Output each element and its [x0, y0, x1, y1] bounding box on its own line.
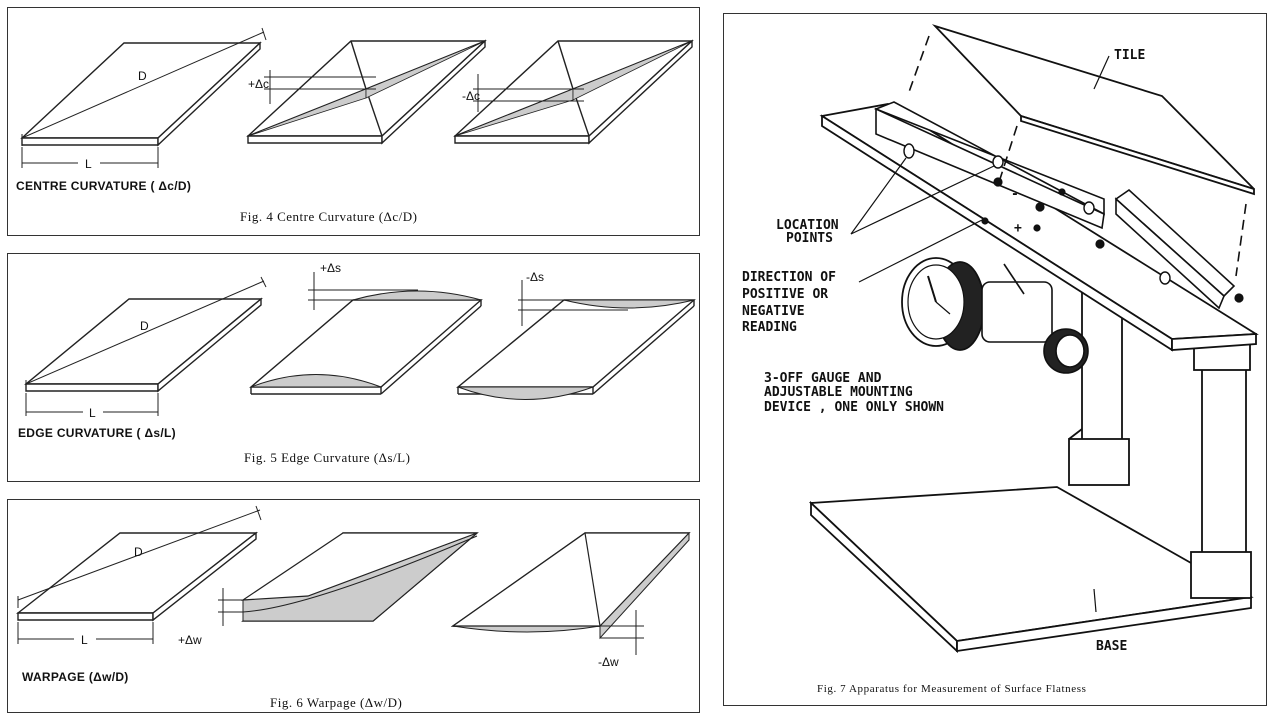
fig7-location-points [903, 143, 1171, 285]
fig6-positive-warp-top [242, 535, 478, 613]
fig5-minus-ds-label: -Δs [526, 270, 544, 284]
fig7-tile [931, 24, 1255, 196]
fig5-positive-top-bulge [352, 290, 482, 301]
fig7-column-right [1190, 331, 1252, 599]
fig6-caption: Fig. 6 Warpage (Δw/D) [270, 695, 402, 710]
fig7-plus-sign: + [1014, 221, 1022, 236]
fig5-dimension-l [25, 393, 159, 416]
fig6-flat-tile [15, 531, 259, 622]
fig5-negative-top-sag [563, 299, 695, 309]
fig6-dimension-l [17, 622, 154, 644]
fig6-d-label: D [134, 545, 143, 559]
fig7-gauge-mount [981, 263, 1089, 374]
fig7-tilted-plate [819, 103, 1259, 352]
fig5-plus-ds-label: +Δs [320, 261, 341, 275]
fig7-minus-sign: - [1011, 187, 1019, 202]
fig4-diagram: D L CENTRE CURVATURE ( Δc/D) + [16, 27, 694, 224]
fig4-l-label: L [85, 157, 92, 171]
fig7-diagram: TILE LOCATION POINTS DIRECTION OF POSITI… [742, 24, 1259, 695]
fig7-direction-label-4: READING [742, 320, 797, 335]
fig4-title-label: CENTRE CURVATURE ( Δc/D) [16, 179, 191, 193]
fig6-diagram: D L WARPAGE (Δw/D) +Δw [15, 505, 691, 710]
fig7-gauge-label-3: DEVICE , ONE ONLY SHOWN [764, 400, 944, 415]
fig5-plus-ds-dimension [308, 272, 418, 310]
fig4-d-label: D [138, 69, 147, 83]
fig5-title-label: EDGE CURVATURE ( Δs/L) [18, 426, 176, 440]
fig7-rail-right [1114, 188, 1236, 310]
fig4-flat-tile [20, 41, 262, 147]
fig7-base-label: BASE [1096, 639, 1127, 654]
fig7-direction-label-1: DIRECTION OF [742, 270, 836, 285]
fig6-l-label: L [81, 633, 88, 647]
fig5-diagram: D L EDGE CURVATURE ( Δs/L) +Δs [18, 261, 696, 465]
fig7-location-label-2: POINTS [786, 231, 833, 246]
fig5-flat-tile [24, 297, 263, 393]
fig5-negative-bottom-sag [457, 386, 594, 400]
fig4-plus-dc-label: +Δc [248, 77, 269, 91]
fig7-base-plate [808, 486, 1254, 654]
fig7-guide-lines [908, 35, 1247, 277]
fig7-tile-label: TILE [1114, 48, 1145, 63]
fig6-plus-dw-dimension [218, 588, 243, 626]
fig4-dimension-l [21, 147, 159, 168]
fig7-panel: TILE LOCATION POINTS DIRECTION OF POSITI… [723, 13, 1267, 706]
fig5-dimension-d [25, 276, 267, 390]
fig7-caption: Fig. 7 Apparatus for Measurement of Surf… [817, 683, 1086, 695]
fig4-minus-dc-label: -Δc [462, 89, 480, 103]
fig5-l-label: L [89, 406, 96, 420]
fig6-panel: D L WARPAGE (Δw/D) +Δw [7, 499, 700, 713]
fig7-gauge-label-2: ADJUSTABLE MOUNTING [764, 385, 913, 400]
fig5-panel: D L EDGE CURVATURE ( Δs/L) +Δs [7, 253, 700, 482]
fig7-gauge-label-1: 3-OFF GAUGE AND [764, 371, 882, 386]
fig4-caption: Fig. 4 Centre Curvature (Δc/D) [240, 209, 418, 224]
fig7-dial-gauge [901, 257, 985, 351]
fig5-positive-bottom-bulge [250, 374, 382, 388]
fig4-dimension-d [21, 27, 267, 146]
fig5-negative-tile [456, 299, 696, 395]
fig6-negative-face [451, 532, 691, 627]
fig7-fittings [981, 177, 1244, 303]
fig6-dimension-d [17, 505, 262, 608]
fig4-minus-dc-dimension [473, 74, 584, 112]
fig7-direction-label-2: POSITIVE OR [742, 287, 828, 302]
fig6-plus-dw-label: +Δw [178, 633, 202, 647]
fig4-panel: D L CENTRE CURVATURE ( Δc/D) + [7, 7, 700, 236]
fig7-direction-label-3: NEGATIVE [742, 304, 805, 319]
fig6-minus-dw-dimension [600, 610, 644, 655]
fig5-caption: Fig. 5 Edge Curvature (Δs/L) [244, 450, 410, 465]
fig5-minus-ds-dimension [518, 280, 628, 326]
fig6-minus-dw-label: -Δw [598, 655, 619, 669]
fig6-positive-face [240, 532, 478, 601]
fig7-leader-lines [850, 55, 1110, 613]
fig4-plus-dc-dimension [264, 70, 376, 104]
fig6-title-label: WARPAGE (Δw/D) [22, 670, 129, 684]
fig5-d-label: D [140, 319, 149, 333]
fig4-positive-hatch [247, 40, 486, 137]
fig7-location-label-1: LOCATION [776, 218, 839, 233]
